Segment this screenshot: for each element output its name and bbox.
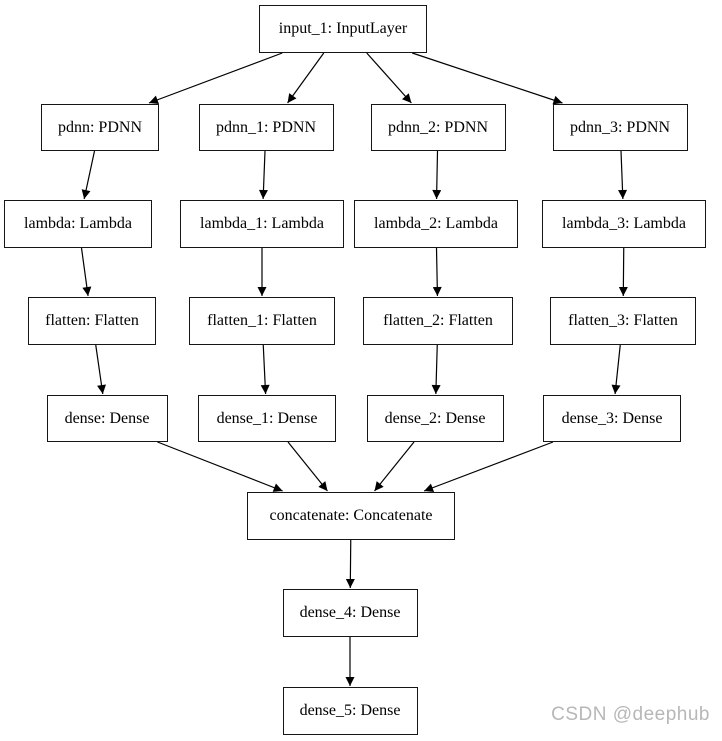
edge-pdnn_3-to-lambda_3 — [618, 150, 628, 200]
node-label: lambda_2: Lambda — [374, 215, 498, 232]
diagram-node-flatten_2: flatten_2: Flatten — [363, 297, 513, 345]
diagram-node-flatten_1: flatten_1: Flatten — [189, 297, 335, 345]
node-label: pdnn_2: PDNN — [387, 118, 488, 136]
diagram-node-flatten: flatten: Flatten — [28, 297, 156, 345]
edge-dense-to-concatenate — [157, 441, 283, 492]
diagram-node-input_1: input_1: InputLayer — [259, 5, 427, 53]
node-label: flatten_1: Flatten — [207, 312, 317, 329]
diagram-node-pdnn_1: pdnn_1: PDNN — [198, 104, 334, 151]
edge-input_1-to-pdnn_3 — [412, 52, 563, 105]
diagram-node-pdnn: pdnn: PDNN — [41, 104, 159, 151]
edge-dense_2-to-concatenate — [374, 441, 415, 492]
diagram-node-pdnn_3: pdnn_3: PDNN — [552, 104, 688, 151]
node-label: dense_2: Dense — [384, 409, 486, 427]
edge-flatten_1-to-dense_1 — [260, 344, 270, 395]
node-label: dense_4: Dense — [299, 604, 401, 621]
edge-lambda-to-flatten — [80, 247, 92, 297]
diagram-node-dense_5: dense_5: Dense — [282, 687, 418, 735]
diagram-node-pdnn_2: pdnn_2: PDNN — [370, 104, 506, 151]
edge-flatten-to-dense — [95, 344, 106, 395]
diagram-node-flatten_3: flatten_3: Flatten — [550, 297, 696, 345]
node-label: dense: Dense — [64, 409, 150, 427]
edge-dense_1-to-concatenate — [287, 441, 328, 492]
edge-flatten_2-to-dense_2 — [431, 344, 441, 395]
diagram-node-lambda_1: lambda_1: Lambda — [180, 200, 344, 248]
edge-input_1-to-pdnn — [148, 52, 283, 105]
node-label: pdnn: PDNN — [57, 118, 142, 136]
diagram-node-dense_1: dense_1: Dense — [198, 395, 336, 442]
edge-input_1-to-pdnn_2 — [366, 52, 412, 104]
node-label: pdnn_3: PDNN — [569, 118, 670, 136]
watermark: CSDN @deephub — [551, 704, 710, 725]
diagram-node-lambda: lambda: Lambda — [4, 200, 152, 248]
diagram-node-concatenate: concatenate: Concatenate — [247, 492, 455, 540]
diagram-node-dense_2: dense_2: Dense — [366, 395, 504, 442]
node-label: flatten: Flatten — [45, 312, 139, 329]
node-label: lambda_1: Lambda — [200, 215, 324, 232]
node-label: lambda_3: Lambda — [562, 215, 686, 232]
node-label: flatten_2: Flatten — [383, 312, 493, 329]
edge-pdnn_1-to-lambda_1 — [258, 150, 268, 200]
edge-lambda_2-to-flatten_2 — [432, 247, 442, 297]
edge-input_1-to-pdnn_1 — [287, 52, 325, 104]
node-label: concatenate: Concatenate — [269, 507, 433, 524]
node-label: dense_3: Dense — [561, 409, 663, 427]
edge-pdnn-to-lambda — [81, 150, 96, 200]
diagram-node-dense: dense: Dense — [46, 395, 168, 442]
node-label: lambda: Lambda — [24, 215, 132, 232]
diagram-node-lambda_3: lambda_3: Lambda — [542, 200, 706, 248]
node-label: input_1: InputLayer — [278, 20, 408, 37]
node-label: dense_5: Dense — [299, 702, 401, 719]
edge-dense_3-to-concatenate — [423, 441, 554, 493]
diagram-node-dense_4: dense_4: Dense — [282, 589, 418, 637]
edge-flatten_3-to-dense_3 — [611, 344, 621, 395]
node-label: pdnn_1: PDNN — [215, 118, 316, 136]
node-label: dense_1: Dense — [216, 409, 318, 427]
edge-pdnn_2-to-lambda_2 — [432, 150, 442, 200]
diagram-node-dense_3: dense_3: Dense — [543, 395, 681, 442]
node-label: flatten_3: Flatten — [568, 312, 678, 329]
diagram-node-lambda_2: lambda_2: Lambda — [354, 200, 518, 248]
